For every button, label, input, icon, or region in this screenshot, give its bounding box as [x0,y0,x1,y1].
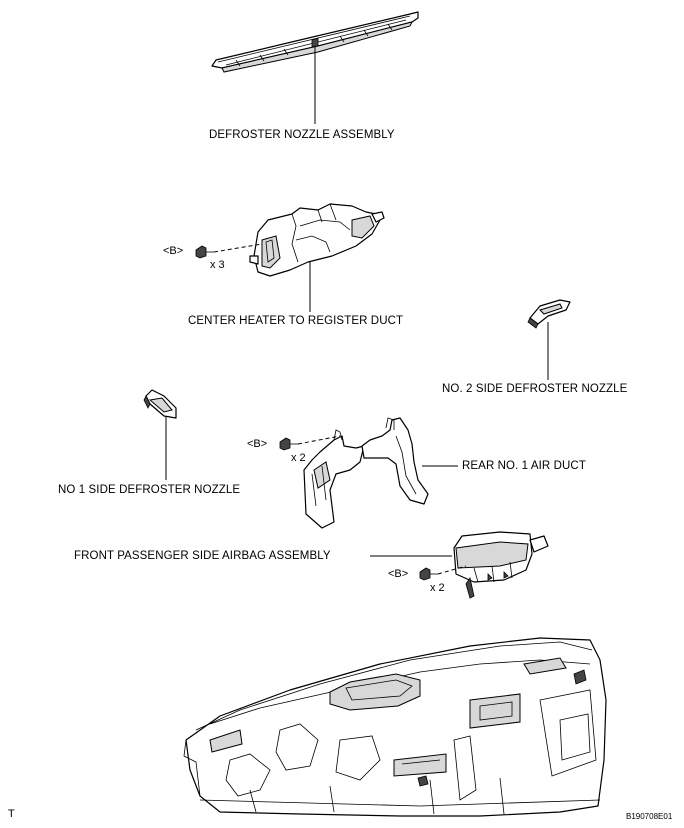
label-center-heater-to-register-duct: CENTER HEATER TO REGISTER DUCT [188,315,404,327]
figure-id: B190708E01 [626,812,673,821]
fastener-ref-center-duct: <B> [163,245,184,257]
rear-no1-air-duct-part [279,417,458,529]
label-front-passenger-side-airbag: FRONT PASSENGER SIDE AIRBAG ASSEMBLY [74,550,331,562]
label-defroster-nozzle-assembly: DEFROSTER NOZZLE ASSEMBLY [209,129,395,141]
passenger-airbag-part [370,531,549,599]
instrument-panel-part [183,637,607,817]
label-no1-side-defroster-nozzle: NO 1 SIDE DEFROSTER NOZZLE [58,484,241,496]
corner-mark-left: T [8,808,15,820]
fastener-ref-airbag: <B> [388,568,409,580]
no1-side-defroster-part [143,389,177,480]
fastener-qty-air-duct: x 2 [291,452,306,464]
label-no2-side-defroster-nozzle: NO. 2 SIDE DEFROSTER NOZZLE [442,383,628,395]
defroster-nozzle-part [211,11,419,124]
center-heater-duct-part [195,203,385,312]
fastener-qty-airbag: x 2 [430,582,445,594]
fastener-ref-air-duct: <B> [247,438,268,450]
fastener-qty-center-duct: x 3 [210,259,225,271]
label-rear-no1-air-duct: REAR NO. 1 AIR DUCT [462,460,586,472]
no2-side-defroster-part [527,299,571,380]
